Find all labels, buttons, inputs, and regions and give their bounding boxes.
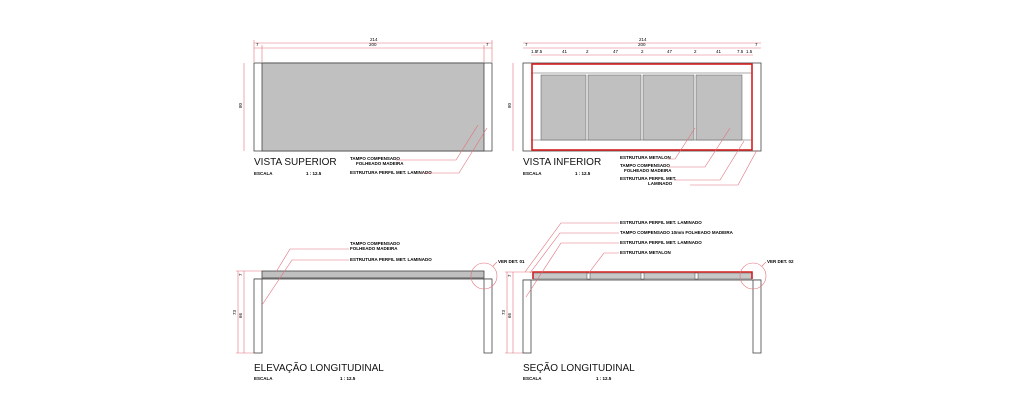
leader-line: [674, 140, 745, 181]
leader-line: [275, 248, 349, 273]
dim-depth: 80: [238, 102, 243, 108]
leader-line: [690, 149, 758, 186]
metalon-panel: [642, 74, 695, 141]
scale-value: 1 : 12.5: [575, 171, 591, 176]
view-title: SEÇÃO LONGITUDINAL: [523, 361, 635, 374]
perimeter-structure: [531, 63, 753, 151]
callout-label: TAMPO COMPENSADO 10mm FOLHEADO MADEIRA: [620, 230, 734, 235]
scale-label: ESCALA: [523, 171, 542, 176]
detail-reference: VER DET. 02: [767, 259, 794, 264]
view-title: VISTA INFERIOR: [523, 157, 601, 168]
tabletop: [261, 270, 485, 279]
callout-label: ESTRUTURA PERFIL MET. LAMINADO: [620, 240, 702, 245]
detail-circle: [739, 262, 767, 290]
leader-line: [668, 127, 696, 160]
dim-left: 7: [256, 42, 259, 47]
dim-middle: 200: [369, 42, 377, 47]
callout-label: TAMPO COMPENSADO: [350, 156, 400, 161]
svg-text:41: 41: [562, 49, 568, 54]
callout-label: FOLHEADO MADEIRA: [356, 161, 404, 166]
svg-text:41: 41: [716, 49, 722, 54]
leader-line: [587, 252, 619, 275]
dim-left: 7: [525, 42, 528, 47]
dim-right: 7: [755, 42, 758, 47]
svg-text:1.5: 1.5: [746, 49, 753, 54]
callout-label: TAMPO COMPENSADO: [620, 163, 670, 168]
table-leg: [522, 279, 532, 354]
dim-leg: 66: [507, 312, 512, 318]
dim-total: 73: [501, 309, 506, 315]
callout-label: ESTRUTURA PERFIL MET. LAMINADO: [350, 170, 432, 175]
svg-text:7.5: 7.5: [536, 49, 543, 54]
view-section: 73 66 7 VER DET. 02 ESTRUTURA PERFIL MET…: [501, 220, 794, 381]
scale-label: ESCALA: [254, 376, 273, 381]
view-top: 214 7 200 7 80 VISTA SUPERIOR ESCALA 1 :…: [238, 37, 493, 176]
dim-total: 214: [639, 37, 647, 42]
scale-label: ESCALA: [254, 171, 273, 176]
metalon-panel: [695, 74, 743, 141]
dim-middle: 200: [638, 42, 646, 47]
dim-total: 214: [370, 37, 378, 42]
svg-text:47: 47: [613, 49, 619, 54]
leader-line: [524, 222, 619, 273]
leader-line: [261, 259, 349, 306]
callout-label: ESTRUTURA METALON: [620, 155, 671, 160]
view-title: ELEVAÇÃO LONGITUDINAL: [254, 361, 384, 374]
callout-label: ESTRUTURA PERFIL MET.: [620, 176, 676, 181]
detail-circle: [470, 262, 498, 290]
metalon-panel: [540, 74, 587, 141]
svg-text:2: 2: [694, 49, 697, 54]
svg-text:2: 2: [586, 49, 589, 54]
leader-line: [529, 232, 619, 274]
view-elevation: 73 66 7 VER DET. 01 TAMPO COMPENSADO FOL…: [232, 241, 525, 381]
svg-text:47: 47: [667, 49, 673, 54]
scale-value: 1 : 12.5: [306, 171, 322, 176]
dim-depth: 80: [507, 102, 512, 108]
view-bottom: 214 7 200 7 1.5 7.5 41 2 47 2 47 2 41 7.…: [507, 37, 762, 186]
svg-text:7.5: 7.5: [737, 49, 744, 54]
perimeter-structure: [532, 271, 753, 279]
callout-label: FOLHEADO MADEIRA: [624, 168, 672, 173]
view-title: VISTA SUPERIOR: [254, 157, 337, 168]
callout-label: FOLHEADO MADEIRA: [350, 246, 398, 251]
segment-dims: 1.5 7.5 41 2 47 2 47 2 41 7.5 1.5: [531, 49, 753, 54]
table-leg: [253, 278, 263, 354]
leader-line: [422, 127, 488, 174]
scale-label: ESCALA: [523, 376, 542, 381]
callout-label: ESTRUTURA METALON: [620, 250, 671, 255]
dim-right: 7: [486, 42, 489, 47]
dim-top: 7: [507, 274, 512, 277]
table-leg: [483, 278, 493, 354]
dim-top: 7: [238, 273, 243, 276]
svg-text:1.5: 1.5: [531, 49, 538, 54]
dim-leg: 66: [238, 312, 243, 318]
callout-label: LAMINADO: [648, 181, 673, 186]
metalon-panel: [587, 74, 642, 141]
svg-text:2: 2: [641, 49, 644, 54]
callout-label: ESTRUTURA PERFIL MET. LAMINADO: [620, 220, 702, 225]
callout-label: TAMPO COMPENSADO: [350, 241, 400, 246]
detail-reference: VER DET. 01: [498, 259, 525, 264]
dim-total: 73: [232, 309, 237, 315]
leader-line: [525, 242, 619, 298]
scale-value: 1 : 12.5: [596, 376, 612, 381]
leader-line: [396, 124, 479, 161]
leader-line: [668, 127, 731, 168]
tabletop-panel: [261, 62, 485, 152]
table-leg: [752, 279, 762, 354]
callout-label: ESTRUTURA PERFIL MET. LAMINADO: [350, 257, 432, 262]
scale-value: 1 : 12.5: [340, 376, 356, 381]
